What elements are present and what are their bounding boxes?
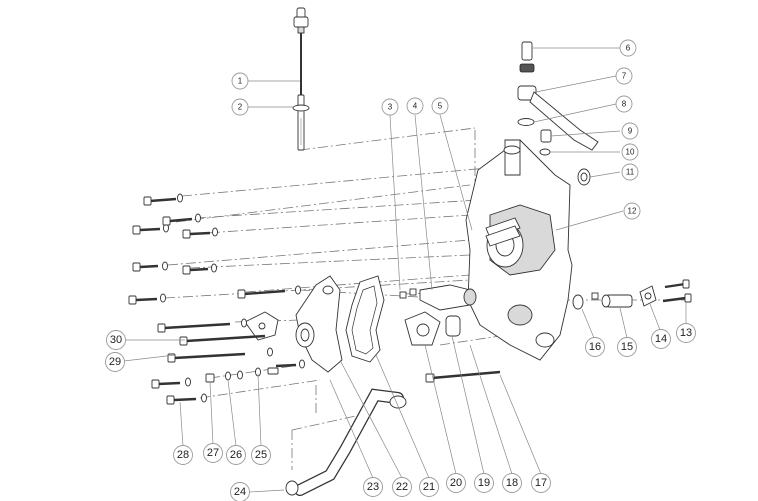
water-pump-parts [404,284,501,383]
callout-27-label: 27 [207,447,219,459]
callout-2-label: 2 [238,103,243,112]
callout-3: 3 [381,98,399,116]
callout-28: 28 [173,445,193,465]
callout-28-label: 28 [177,449,189,461]
callout-26: 26 [226,445,246,465]
hose-part [285,388,407,496]
callout-20-label: 20 [450,477,462,489]
callout-26-label: 26 [230,449,242,461]
engine-cover-part [465,139,573,361]
parts [128,7,692,496]
callout-19: 19 [474,473,494,493]
dipstick-part [292,7,310,151]
callout-21-label: 21 [423,481,435,493]
callout-17: 17 [531,473,551,493]
left-bolts [128,193,417,405]
gasket-part [345,275,385,363]
callout-4-label: 4 [413,102,418,111]
callout-14-label: 14 [655,333,667,345]
callout-10: 10 [621,143,639,161]
callout-18: 18 [502,473,522,493]
callouts: 1 2 3 4 5 6 7 8 9 10 11 12 13 14 15 16 1… [105,39,696,501]
callout-22-label: 22 [396,481,408,493]
callout-23-label: 23 [367,481,379,493]
callout-22: 22 [392,477,412,497]
callout-10-label: 10 [626,148,635,157]
banjo-fitting-part [517,41,599,151]
callout-25: 25 [251,445,271,465]
callout-13: 13 [676,323,696,343]
callout-11-label: 11 [626,168,635,177]
callout-9: 9 [621,122,639,140]
callout-15: 15 [617,337,637,357]
callout-17-label: 17 [535,477,547,489]
callout-12: 12 [623,202,641,220]
callout-5: 5 [431,97,449,115]
callout-1-label: 1 [238,77,243,86]
small-fittings-part [539,129,591,186]
callout-19-label: 19 [478,477,490,489]
callout-2: 2 [231,98,249,116]
callout-5-label: 5 [438,102,443,111]
callout-18-label: 18 [506,477,518,489]
thermostat-housing-part [244,275,343,373]
callout-14: 14 [651,329,671,349]
callout-27: 27 [203,443,223,463]
callout-30-label: 30 [110,334,122,346]
callout-16-label: 16 [589,341,601,353]
callout-20: 20 [446,473,466,493]
callout-30: 30 [106,330,126,350]
callout-16: 16 [585,337,605,357]
callout-23: 23 [363,477,383,497]
callout-11: 11 [621,163,639,181]
callout-6: 6 [619,39,637,57]
callout-4: 4 [406,97,424,115]
callout-7-label: 7 [622,72,627,81]
callout-24-label: 24 [234,486,246,498]
callout-21: 21 [419,477,439,497]
right-side-parts [572,279,692,310]
callout-7: 7 [615,67,633,85]
callout-3-label: 3 [388,103,393,112]
callout-13-label: 13 [680,327,692,339]
callout-25-label: 25 [255,449,267,461]
callout-29: 29 [105,352,125,372]
callout-24: 24 [230,482,250,501]
callout-8: 8 [615,95,633,113]
callout-6-label: 6 [626,44,631,53]
callout-9-label: 9 [628,127,633,136]
callout-8-label: 8 [622,100,627,109]
callout-12-label: 12 [628,207,637,216]
callout-15-label: 15 [621,341,633,353]
callout-1: 1 [231,72,249,90]
leader-lines [123,47,687,493]
callout-29-label: 29 [109,356,121,368]
